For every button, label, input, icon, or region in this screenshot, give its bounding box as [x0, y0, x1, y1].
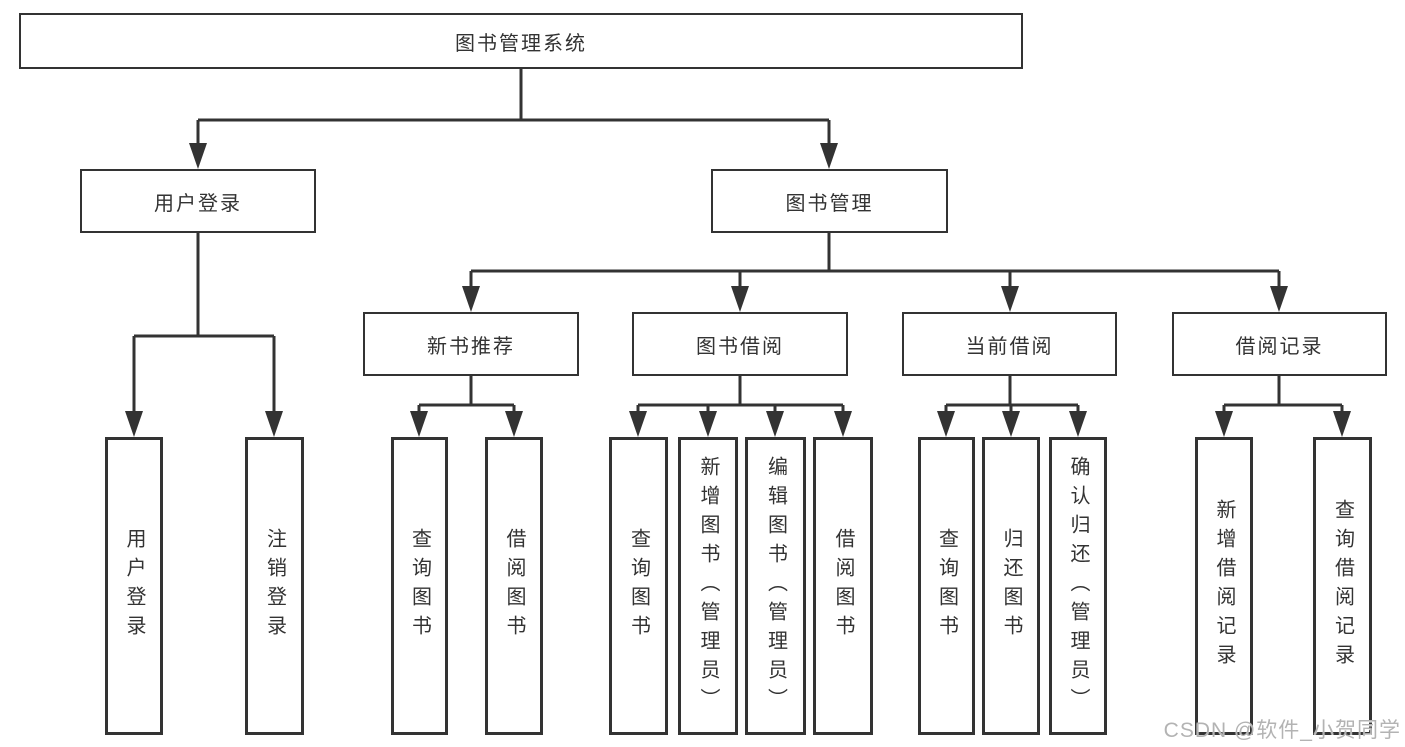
- node-user-login-label: 用户登录: [154, 192, 242, 215]
- leaf-edit-book-admin: 编辑图书（管理员）: [745, 437, 806, 735]
- node-borrow-records: 借阅记录: [1172, 312, 1387, 376]
- node-root: 图书管理系统: [19, 13, 1023, 69]
- leaf-return-book: 归还图书: [982, 437, 1040, 735]
- node-book-management: 图书管理: [711, 169, 948, 233]
- leaf-query-borrow-record-label: 查询借阅记录: [1331, 499, 1354, 673]
- leaf-confirm-return-admin-label: 确认归还（管理员）: [1067, 455, 1089, 717]
- leaf-confirm-return-admin: 确认归还（管理员）: [1049, 437, 1107, 735]
- node-user-login: 用户登录: [80, 169, 316, 233]
- leaf-query-books-borrow-label: 查询图书: [627, 528, 650, 644]
- node-new-book-recommend: 新书推荐: [363, 312, 579, 376]
- leaf-borrow-books: 借阅图书: [813, 437, 873, 735]
- leaf-query-books-borrow: 查询图书: [609, 437, 668, 735]
- node-borrow-records-label: 借阅记录: [1235, 335, 1324, 358]
- node-current-borrow: 当前借阅: [902, 312, 1117, 376]
- leaf-user-login: 用户登录: [105, 437, 163, 735]
- node-book-borrow-label: 图书借阅: [696, 335, 784, 358]
- leaf-query-books-recommend: 查询图书: [391, 437, 448, 735]
- leaf-query-borrow-record: 查询借阅记录: [1313, 437, 1372, 735]
- leaf-add-borrow-record: 新增借阅记录: [1195, 437, 1253, 735]
- leaf-logout: 注销登录: [245, 437, 304, 735]
- leaf-query-books-recommend-label: 查询图书: [408, 528, 431, 644]
- leaf-query-books-current-label: 查询图书: [935, 528, 958, 644]
- leaf-logout-label: 注销登录: [263, 528, 286, 644]
- node-book-borrow: 图书借阅: [632, 312, 848, 376]
- leaf-user-login-label: 用户登录: [123, 528, 145, 644]
- leaf-add-book-admin: 新增图书（管理员）: [678, 437, 738, 735]
- node-book-management-label: 图书管理: [785, 192, 874, 215]
- leaf-borrow-books-recommend: 借阅图书: [485, 437, 543, 735]
- node-current-borrow-label: 当前借阅: [965, 335, 1054, 358]
- leaf-query-books-current: 查询图书: [918, 437, 975, 735]
- leaf-return-book-label: 归还图书: [1000, 528, 1022, 644]
- leaf-add-book-admin-label: 新增图书（管理员）: [697, 455, 719, 717]
- csdn-watermark: CSDN @软件_小贺同学: [1163, 719, 1401, 742]
- leaf-edit-book-admin-label: 编辑图书（管理员）: [764, 455, 787, 717]
- leaf-borrow-books-label: 借阅图书: [832, 528, 854, 644]
- node-new-book-recommend-label: 新书推荐: [427, 335, 515, 358]
- node-root-label: 图书管理系统: [455, 32, 587, 55]
- leaf-add-borrow-record-label: 新增借阅记录: [1213, 499, 1235, 673]
- leaf-borrow-books-recommend-label: 借阅图书: [503, 528, 525, 644]
